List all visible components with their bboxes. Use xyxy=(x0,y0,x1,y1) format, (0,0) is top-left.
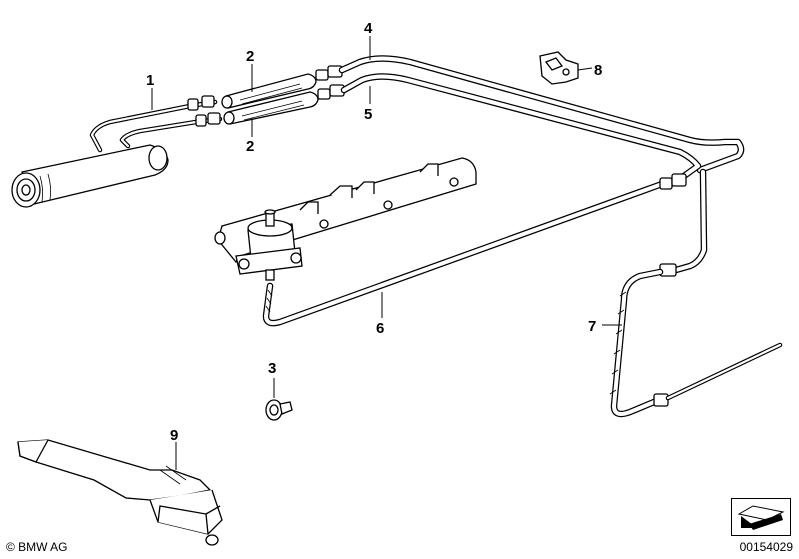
return-pipe-part-6[interactable] xyxy=(262,173,687,327)
callout-5: 5 xyxy=(364,106,372,123)
view-direction-icon xyxy=(731,498,791,536)
copyright-text: © BMW AG xyxy=(6,540,68,554)
filter-hoses xyxy=(89,95,223,153)
callout-4: 4 xyxy=(364,20,373,37)
callout-9: 9 xyxy=(170,427,178,444)
hose-part-7[interactable] xyxy=(609,168,783,418)
fuel-pipes-4-5 xyxy=(315,55,745,180)
callout-2-upper: 2 xyxy=(246,48,254,65)
callout-8: 8 xyxy=(594,62,602,79)
hose-clamp-part-3[interactable] xyxy=(265,399,293,421)
callout-3: 3 xyxy=(268,360,276,377)
callout-6: 6 xyxy=(376,320,384,337)
callout-2-lower: 2 xyxy=(246,138,254,155)
diagram-number: 00154029 xyxy=(739,540,793,554)
callout-labels: 1 2 2 3 4 5 6 7 8 9 xyxy=(146,20,602,444)
hose-section-part-2-upper[interactable] xyxy=(221,73,317,109)
pressure-regulator[interactable] xyxy=(235,209,303,281)
hose-section-part-2-lower[interactable] xyxy=(223,91,319,125)
callout-7: 7 xyxy=(588,318,596,335)
clip-part-8[interactable] xyxy=(539,51,579,85)
bracket-part-9[interactable] xyxy=(17,439,223,546)
fuel-filter-part-1[interactable] xyxy=(11,144,169,208)
callout-leaders xyxy=(151,36,622,470)
callout-1: 1 xyxy=(146,72,154,89)
